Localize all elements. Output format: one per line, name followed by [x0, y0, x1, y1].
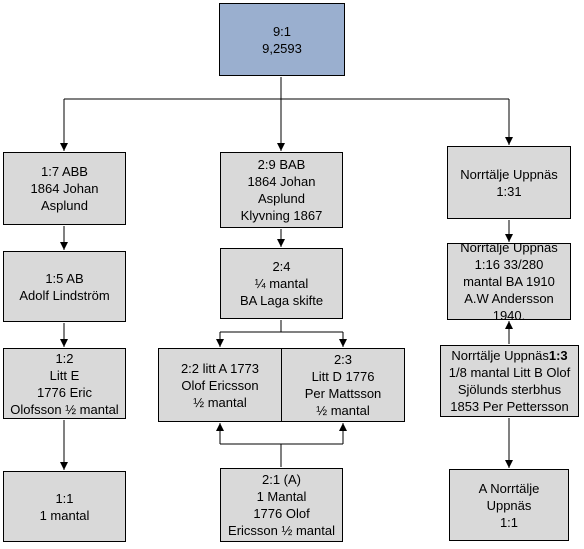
- node-col2-a: 2:9 BAB 1864 Johan Asplund Klyvning 1867: [220, 152, 343, 228]
- node-col3-d-line1: A Norrtälje: [478, 480, 540, 496]
- node-col3-b-line3: mantal BA 1910: [463, 274, 555, 289]
- node-col1-a-line1: 1:7 ABB: [41, 164, 88, 179]
- node-root: 9:1 9,2593: [219, 3, 345, 76]
- node-col2-bottom-line1: 2:1 (A): [261, 472, 301, 487]
- node-col3-d-line2: Uppnäs: [486, 497, 532, 513]
- node-col3-d: A Norrtälje Uppnäs 1:1: [449, 469, 569, 541]
- node-col3-d-line3: 1:1: [499, 514, 519, 530]
- node-col2-a-line4: Klyvning 1867: [240, 208, 323, 223]
- node-col2-right: 2:3 Litt D 1776 Per Mattsson ½ mantal: [281, 348, 405, 422]
- node-col2-left-line3: ½ mantal: [193, 394, 247, 410]
- node-col3-c-line3: Sjölunds sterbhus: [457, 382, 562, 397]
- node-col3-b-line5: 1940.: [492, 308, 526, 320]
- node-col1-a: 1:7 ABB 1864 Johan Asplund: [3, 152, 126, 225]
- node-col2-b: 2:4 ¼ mantal BA Laga skifte: [220, 248, 343, 319]
- node-col2-right-line1: 2:3: [333, 352, 353, 367]
- node-col2-right-line2: Litt D 1776: [311, 369, 375, 384]
- node-col3-a-line1: Norrtälje Uppnäs: [460, 166, 558, 182]
- node-col3-c-line1-bold: 1:3: [548, 348, 568, 363]
- node-col2-b-line2: ¼ mantal: [254, 276, 309, 291]
- node-root-line2: 9,2593: [262, 40, 302, 56]
- node-col2-right-line4: ½ mantal: [316, 403, 370, 418]
- node-col2-left-line1: 2:2 litt A 1773: [180, 360, 260, 376]
- node-col1-d-line2: 1 mantal: [39, 507, 90, 523]
- node-col3-a-line2: 1:31: [496, 183, 522, 199]
- node-col1-c-line3: 1776 Eric: [37, 384, 92, 400]
- node-col3-a: Norrtälje Uppnäs 1:31: [447, 146, 571, 219]
- node-col1-c-line1: 1:2: [55, 350, 74, 366]
- node-col3-c-line4: 1853 Per Pettersson: [450, 399, 569, 414]
- node-col2-left-line2: Olof Ericsson: [181, 377, 259, 393]
- node-col3-c: Norrtälje Uppnäs1:3 1/8 mantal Litt B Ol…: [440, 345, 579, 417]
- node-col1-c: 1:2 Litt E 1776 Eric Olofsson ½ mantal: [3, 348, 126, 419]
- node-col1-a-line2: 1864 Johan: [30, 181, 99, 196]
- node-col2-left: 2:2 litt A 1773 Olof Ericsson ½ mantal: [158, 348, 282, 422]
- node-col2-bottom-line2: 1 Mantal: [256, 489, 307, 504]
- node-col1-b-line2: Adolf Lindström: [19, 287, 110, 303]
- node-col2-b-line3: BA Laga skifte: [239, 293, 324, 308]
- node-col2-a-line1: 2:9 BAB: [257, 157, 306, 172]
- node-col1-b-line1: 1:5 AB: [45, 270, 84, 286]
- node-col2-bottom-line3: 1776 Olof: [253, 506, 310, 521]
- node-col2-right-line3: Per Mattsson: [304, 386, 382, 401]
- node-col1-a-line3: Asplund: [41, 198, 88, 213]
- node-col3-c-line2: 1/8 mantal Litt B Olof: [448, 365, 571, 380]
- node-col1-c-line2: Litt E: [49, 367, 80, 383]
- node-root-line1: 9:1: [272, 23, 292, 39]
- node-col3-b-line2: 1:16 33/280: [474, 257, 544, 272]
- node-col3-c-line1-prefix: Norrtälje Uppnäs: [451, 348, 549, 363]
- node-col1-b: 1:5 AB Adolf Lindström: [3, 251, 126, 322]
- node-col2-a-line2: 1864 Johan: [247, 174, 316, 189]
- node-col2-bottom: 2:1 (A) 1 Mantal 1776 Olof Ericsson ½ ma…: [220, 468, 343, 542]
- node-col3-c-line1: Norrtälje Uppnäs1:3: [449, 347, 570, 364]
- node-col3-b-line4: A.W Andersson: [464, 291, 554, 306]
- node-col2-a-line3: Asplund: [258, 191, 305, 206]
- node-col3-b-line1: Norrtälje Uppnäs: [460, 243, 558, 255]
- node-col1-c-line4: Olofsson ½ mantal: [10, 401, 119, 417]
- node-col1-d-line1: 1:1: [55, 490, 74, 506]
- node-col2-bottom-line4: Ericsson ½ mantal: [228, 523, 335, 538]
- node-col1-d: 1:1 1 mantal: [3, 471, 126, 542]
- node-col3-b: Norrtälje Uppnäs 1:16 33/280 mantal BA 1…: [447, 243, 571, 320]
- node-col2-b-line1: 2:4: [272, 259, 291, 274]
